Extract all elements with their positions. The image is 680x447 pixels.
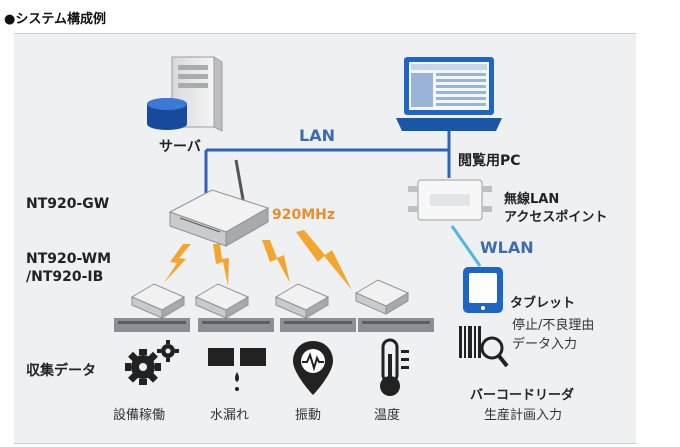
server-label: サーバ (159, 139, 201, 155)
vibration-icon (293, 341, 333, 395)
barcode-label: バーコードリーダ (470, 388, 575, 403)
lan-line (204, 128, 451, 196)
access-point-label-line1: 無線LAN (504, 192, 560, 207)
collected-data-title: 収集データ (26, 363, 96, 379)
access-point-icon (408, 179, 492, 221)
tablet-desc-line2: データ入力 (512, 337, 578, 352)
equipment-operation-icon (125, 340, 179, 385)
collected-item-vibration: 振動 (295, 408, 322, 423)
heading: ●システム構成例 (4, 12, 106, 27)
tablet-desc-line1: 停止/不良理由 (512, 318, 595, 333)
sensor-node-icons (114, 279, 434, 332)
barcode-reader-icon (459, 326, 509, 368)
gateway-icon (168, 159, 270, 247)
radio-link-icons (164, 230, 352, 290)
node-label-line1: NT920-WM (26, 251, 112, 267)
access-point-label-line2: アクセスポイント (504, 210, 608, 225)
lan-label: LAN (299, 126, 335, 145)
tablet-icon (463, 267, 503, 313)
laptop-pc-icon (396, 57, 502, 131)
frequency-label: 920MHz (272, 207, 336, 223)
pc-label: 閲覧用PC (458, 153, 521, 169)
temperature-icon (380, 338, 409, 396)
wlan-label: WLAN (480, 238, 534, 257)
node-label-line2: /NT920-IB (26, 269, 104, 285)
wlan-line (450, 225, 482, 267)
barcode-desc: 生産計画入力 (484, 408, 563, 423)
collected-item-temperature: 温度 (374, 408, 401, 423)
collected-item-equipment: 設備稼働 (113, 408, 166, 423)
tablet-label: タブレット (510, 296, 576, 311)
server-icon (147, 56, 223, 132)
gateway-label: NT920-GW (26, 196, 110, 212)
water-leak-icon (208, 342, 266, 391)
collected-item-water-leak: 水漏れ (210, 408, 250, 423)
